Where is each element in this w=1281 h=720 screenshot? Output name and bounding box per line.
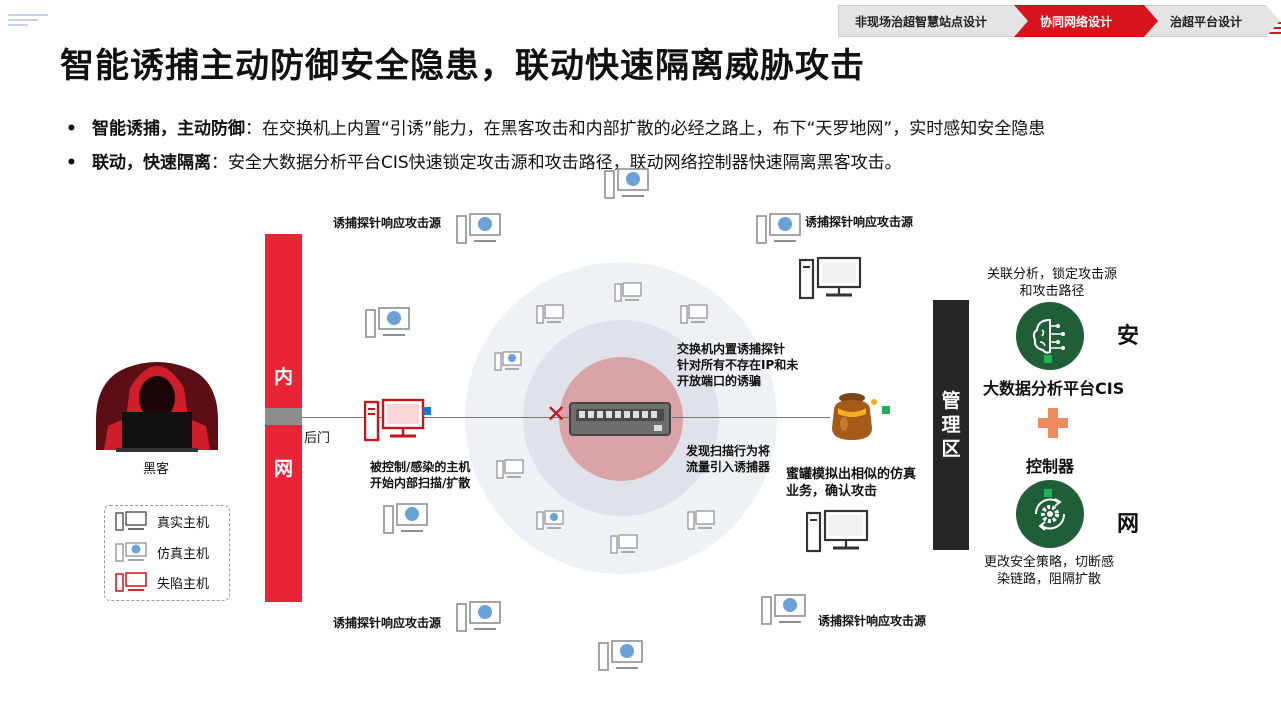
cis-marker bbox=[1044, 355, 1052, 363]
brain-glyph bbox=[1032, 318, 1065, 354]
label-line: 交换机内置诱捕探针 bbox=[677, 342, 786, 356]
honeypot-note: 蜜罐模拟出相似的仿真 业务，确认攻击 bbox=[786, 466, 916, 500]
legend-label: 仿真主机 bbox=[157, 546, 210, 562]
emulated-host-icon bbox=[494, 351, 522, 371]
emulated-host-icon bbox=[756, 213, 801, 244]
infected-host-label: 被控制/感染的主机 开始内部扫描/扩散 bbox=[370, 459, 470, 491]
label-line: 开始内部扫描/扩散 bbox=[370, 476, 471, 490]
bullet-item: • 联动，快速隔离：安全大数据分析平台CIS快速锁定攻击源和攻击路径，联动网络控制… bbox=[66, 146, 1226, 180]
probe-label-bottom-left: 诱捕探针响应攻击源 bbox=[333, 616, 442, 630]
port-marker bbox=[423, 407, 431, 415]
honeypot-line bbox=[672, 417, 830, 418]
emulated-host-icon bbox=[598, 640, 643, 671]
label-line: 被控制/感染的主机 bbox=[370, 460, 471, 474]
hacker-icon bbox=[96, 362, 218, 452]
bullet-item: • 智能诱捕，主动防御：在交换机上内置“引诱”能力，在黑客攻击和内部扩散的必经之路… bbox=[66, 112, 1226, 146]
gear-glyph bbox=[1034, 498, 1066, 531]
probe-label-top-right: 诱捕探针响应攻击源 bbox=[805, 215, 914, 229]
emulated-host-icon bbox=[383, 503, 428, 534]
label-line: 更改安全策略，切断感 bbox=[984, 555, 1115, 570]
emulated-host-icon bbox=[604, 168, 649, 199]
backdoor-gap bbox=[265, 408, 302, 425]
mgmt-char: 区 bbox=[941, 438, 961, 460]
mgmt-char: 管 bbox=[941, 390, 961, 412]
label-line: 针对所有不存在IP和未 bbox=[677, 358, 799, 372]
breadcrumb: 非现场治超智慧站点设计 协同网络设计 治超平台设计 bbox=[838, 5, 1280, 37]
corner-decoration bbox=[8, 14, 48, 32]
switch-note: 交换机内置诱捕探针 针对所有不存在IP和未 开放端口的诱骗 bbox=[677, 341, 798, 389]
label-line: 蜜罐模拟出相似的仿真 bbox=[786, 467, 917, 482]
bullet-heading: 智能诱捕，主动防御 bbox=[92, 119, 245, 139]
legend-item: 真实主机 bbox=[115, 509, 209, 533]
label-line: 染链路，阻隔扩散 bbox=[997, 572, 1102, 587]
side-label-an: 安 bbox=[1117, 324, 1140, 349]
page-title: 智能诱捕主动防御安全隐患，联动快速隔离威胁攻击 bbox=[60, 46, 865, 86]
emulated-host-icon bbox=[761, 594, 806, 625]
real-host-icon bbox=[536, 304, 564, 324]
label-line: 开放端口的诱骗 bbox=[677, 374, 762, 388]
controller-marker bbox=[1044, 489, 1052, 497]
crumb-platform-design[interactable]: 治超平台设计 bbox=[1144, 5, 1280, 37]
legend-label: 真实主机 bbox=[157, 515, 210, 531]
real-host-icon bbox=[799, 256, 862, 300]
management-zone: 管 理 区 bbox=[933, 300, 969, 550]
bullet-text: ：在交换机上内置“引诱”能力，在黑客攻击和内部扩散的必经之路上，布下“天罗地网”… bbox=[245, 119, 1046, 139]
analysis-note: 关联分析，锁定攻击源 和攻击路径 bbox=[987, 266, 1117, 300]
bullet-symbol: • bbox=[66, 119, 77, 139]
legend: 真实主机 仿真主机 失陷主机 bbox=[104, 505, 230, 601]
hacker-label: 黑客 bbox=[143, 462, 170, 477]
real-host-icon bbox=[687, 510, 715, 530]
scan-note: 发现扫描行为将 流量引入诱捕器 bbox=[686, 443, 770, 475]
compromised-host-icon bbox=[364, 398, 425, 442]
crumb-network-design[interactable]: 协同网络设计 bbox=[1014, 5, 1158, 37]
mgmt-char: 理 bbox=[941, 414, 961, 436]
emulated-host-icon bbox=[536, 510, 564, 530]
real-host-icon bbox=[680, 304, 708, 324]
label-line: 流量引入诱捕器 bbox=[686, 460, 771, 474]
legend-item: 仿真主机 bbox=[115, 540, 209, 564]
block-mark: ✕ bbox=[546, 400, 567, 428]
attack-line bbox=[302, 417, 570, 418]
compromised-host-icon bbox=[115, 572, 147, 592]
backdoor-label: 后门 bbox=[304, 431, 331, 446]
emulated-host-icon bbox=[456, 213, 501, 244]
bullet-symbol: • bbox=[66, 153, 77, 173]
probe-label-top-left: 诱捕探针响应攻击源 bbox=[333, 216, 442, 230]
legend-item: 失陷主机 bbox=[115, 570, 209, 594]
honeypot-icon bbox=[832, 393, 877, 440]
label-line: 业务，确认攻击 bbox=[786, 484, 878, 499]
real-host-icon bbox=[610, 534, 638, 554]
label-line: 关联分析，锁定攻击源 bbox=[987, 267, 1118, 282]
legend-label: 失陷主机 bbox=[157, 576, 210, 592]
emulated-host-icon bbox=[456, 601, 501, 632]
side-label-wang: 网 bbox=[1117, 512, 1140, 537]
real-host-icon bbox=[614, 282, 642, 302]
wall-label-bottom: 网 bbox=[273, 458, 293, 480]
switch-icon bbox=[569, 402, 671, 436]
label-line: 发现扫描行为将 bbox=[686, 444, 771, 458]
real-host-icon bbox=[806, 509, 869, 553]
probe-label-bottom-right: 诱捕探针响应攻击源 bbox=[818, 614, 927, 628]
label-line: 和攻击路径 bbox=[1019, 284, 1085, 299]
honeypot-marker bbox=[882, 406, 890, 414]
bullet-text: ：安全大数据分析平台CIS快速锁定攻击源和攻击路径，联动网络控制器快速隔离黑客攻… bbox=[211, 153, 902, 173]
wall-label-top: 内 bbox=[273, 366, 293, 388]
real-host-icon bbox=[115, 511, 147, 531]
plus-icon bbox=[1048, 408, 1058, 438]
crumb-site-design[interactable]: 非现场治超智慧站点设计 bbox=[838, 5, 1028, 37]
bullet-heading: 联动，快速隔离 bbox=[92, 153, 211, 173]
controller-label: 控制器 bbox=[1026, 457, 1075, 476]
cis-label: 大数据分析平台CIS bbox=[983, 379, 1125, 398]
bullet-list: • 智能诱捕，主动防御：在交换机上内置“引诱”能力，在黑客攻击和内部扩散的必经之路… bbox=[66, 112, 1226, 180]
real-host-icon bbox=[496, 459, 524, 479]
emulated-host-icon bbox=[365, 307, 410, 338]
policy-note: 更改安全策略，切断感 染链路，阻隔扩散 bbox=[984, 554, 1114, 588]
emulated-host-icon bbox=[115, 542, 147, 562]
